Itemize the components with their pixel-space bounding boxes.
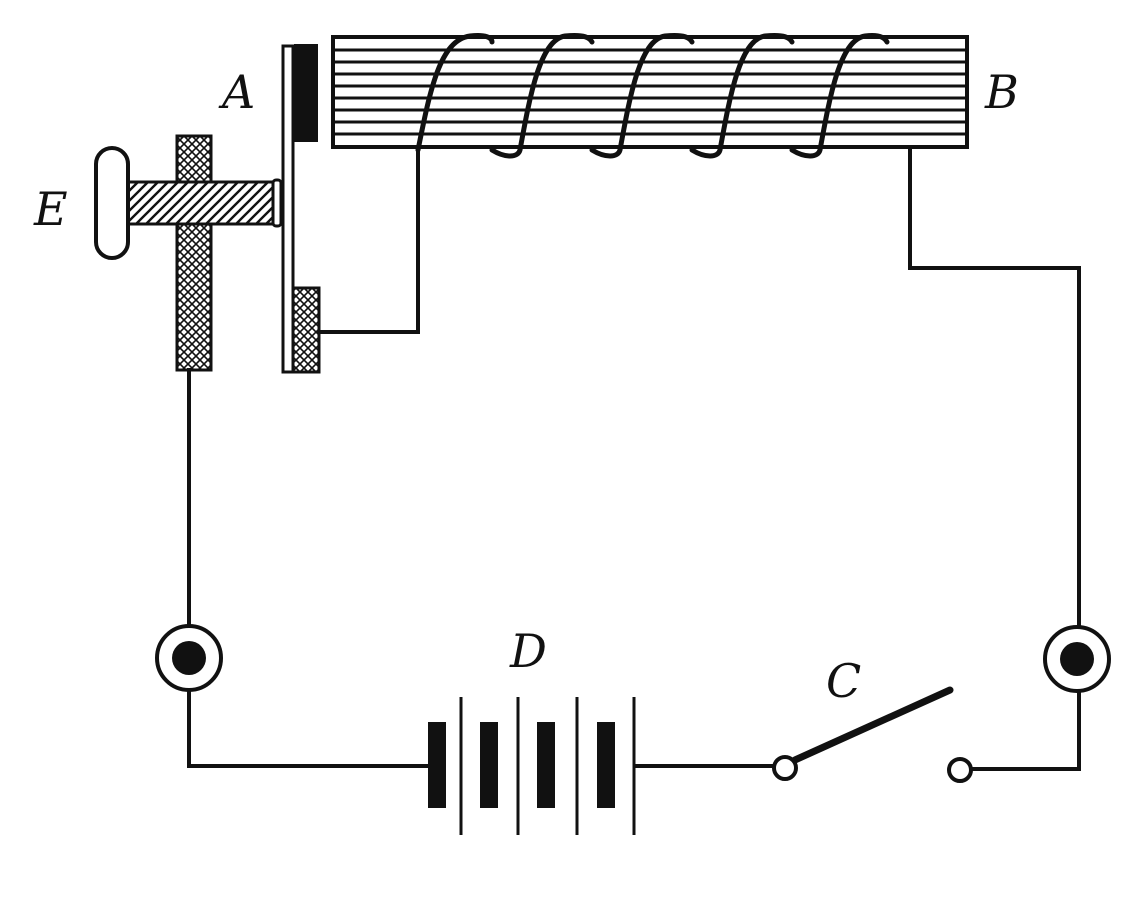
switch: C bbox=[772, 654, 973, 783]
wiring bbox=[187, 146, 1081, 771]
contact-screw: E bbox=[33, 134, 283, 372]
label-a: A bbox=[218, 65, 255, 119]
iron-core bbox=[331, 35, 969, 149]
label-d: D bbox=[509, 624, 547, 678]
contact-post bbox=[175, 134, 213, 372]
wire-left-terminal-to-battery bbox=[187, 690, 430, 768]
screw-shaft bbox=[122, 180, 278, 226]
right-terminal bbox=[1043, 625, 1111, 693]
left-terminal bbox=[155, 624, 223, 692]
electromagnet: B bbox=[331, 33, 1019, 159]
battery: D bbox=[428, 624, 636, 835]
screw-tip bbox=[271, 178, 283, 228]
switch-contact bbox=[947, 757, 973, 783]
wire-switch-to-right-terminal bbox=[970, 688, 1081, 771]
switch-pivot bbox=[772, 755, 798, 781]
armature-spring-strip bbox=[281, 44, 295, 374]
wire-coil-to-armature bbox=[317, 146, 420, 334]
armature-mount bbox=[291, 286, 321, 374]
armature: A bbox=[218, 44, 321, 374]
label-c: C bbox=[826, 654, 861, 708]
coil-winding bbox=[415, 33, 890, 159]
wire-coil-to-right-terminal bbox=[908, 146, 1081, 630]
label-b: B bbox=[984, 65, 1019, 119]
switch-lever bbox=[791, 686, 954, 764]
armature-iron-block bbox=[294, 44, 318, 142]
label-e: E bbox=[33, 182, 68, 236]
screw-knob bbox=[94, 146, 130, 260]
